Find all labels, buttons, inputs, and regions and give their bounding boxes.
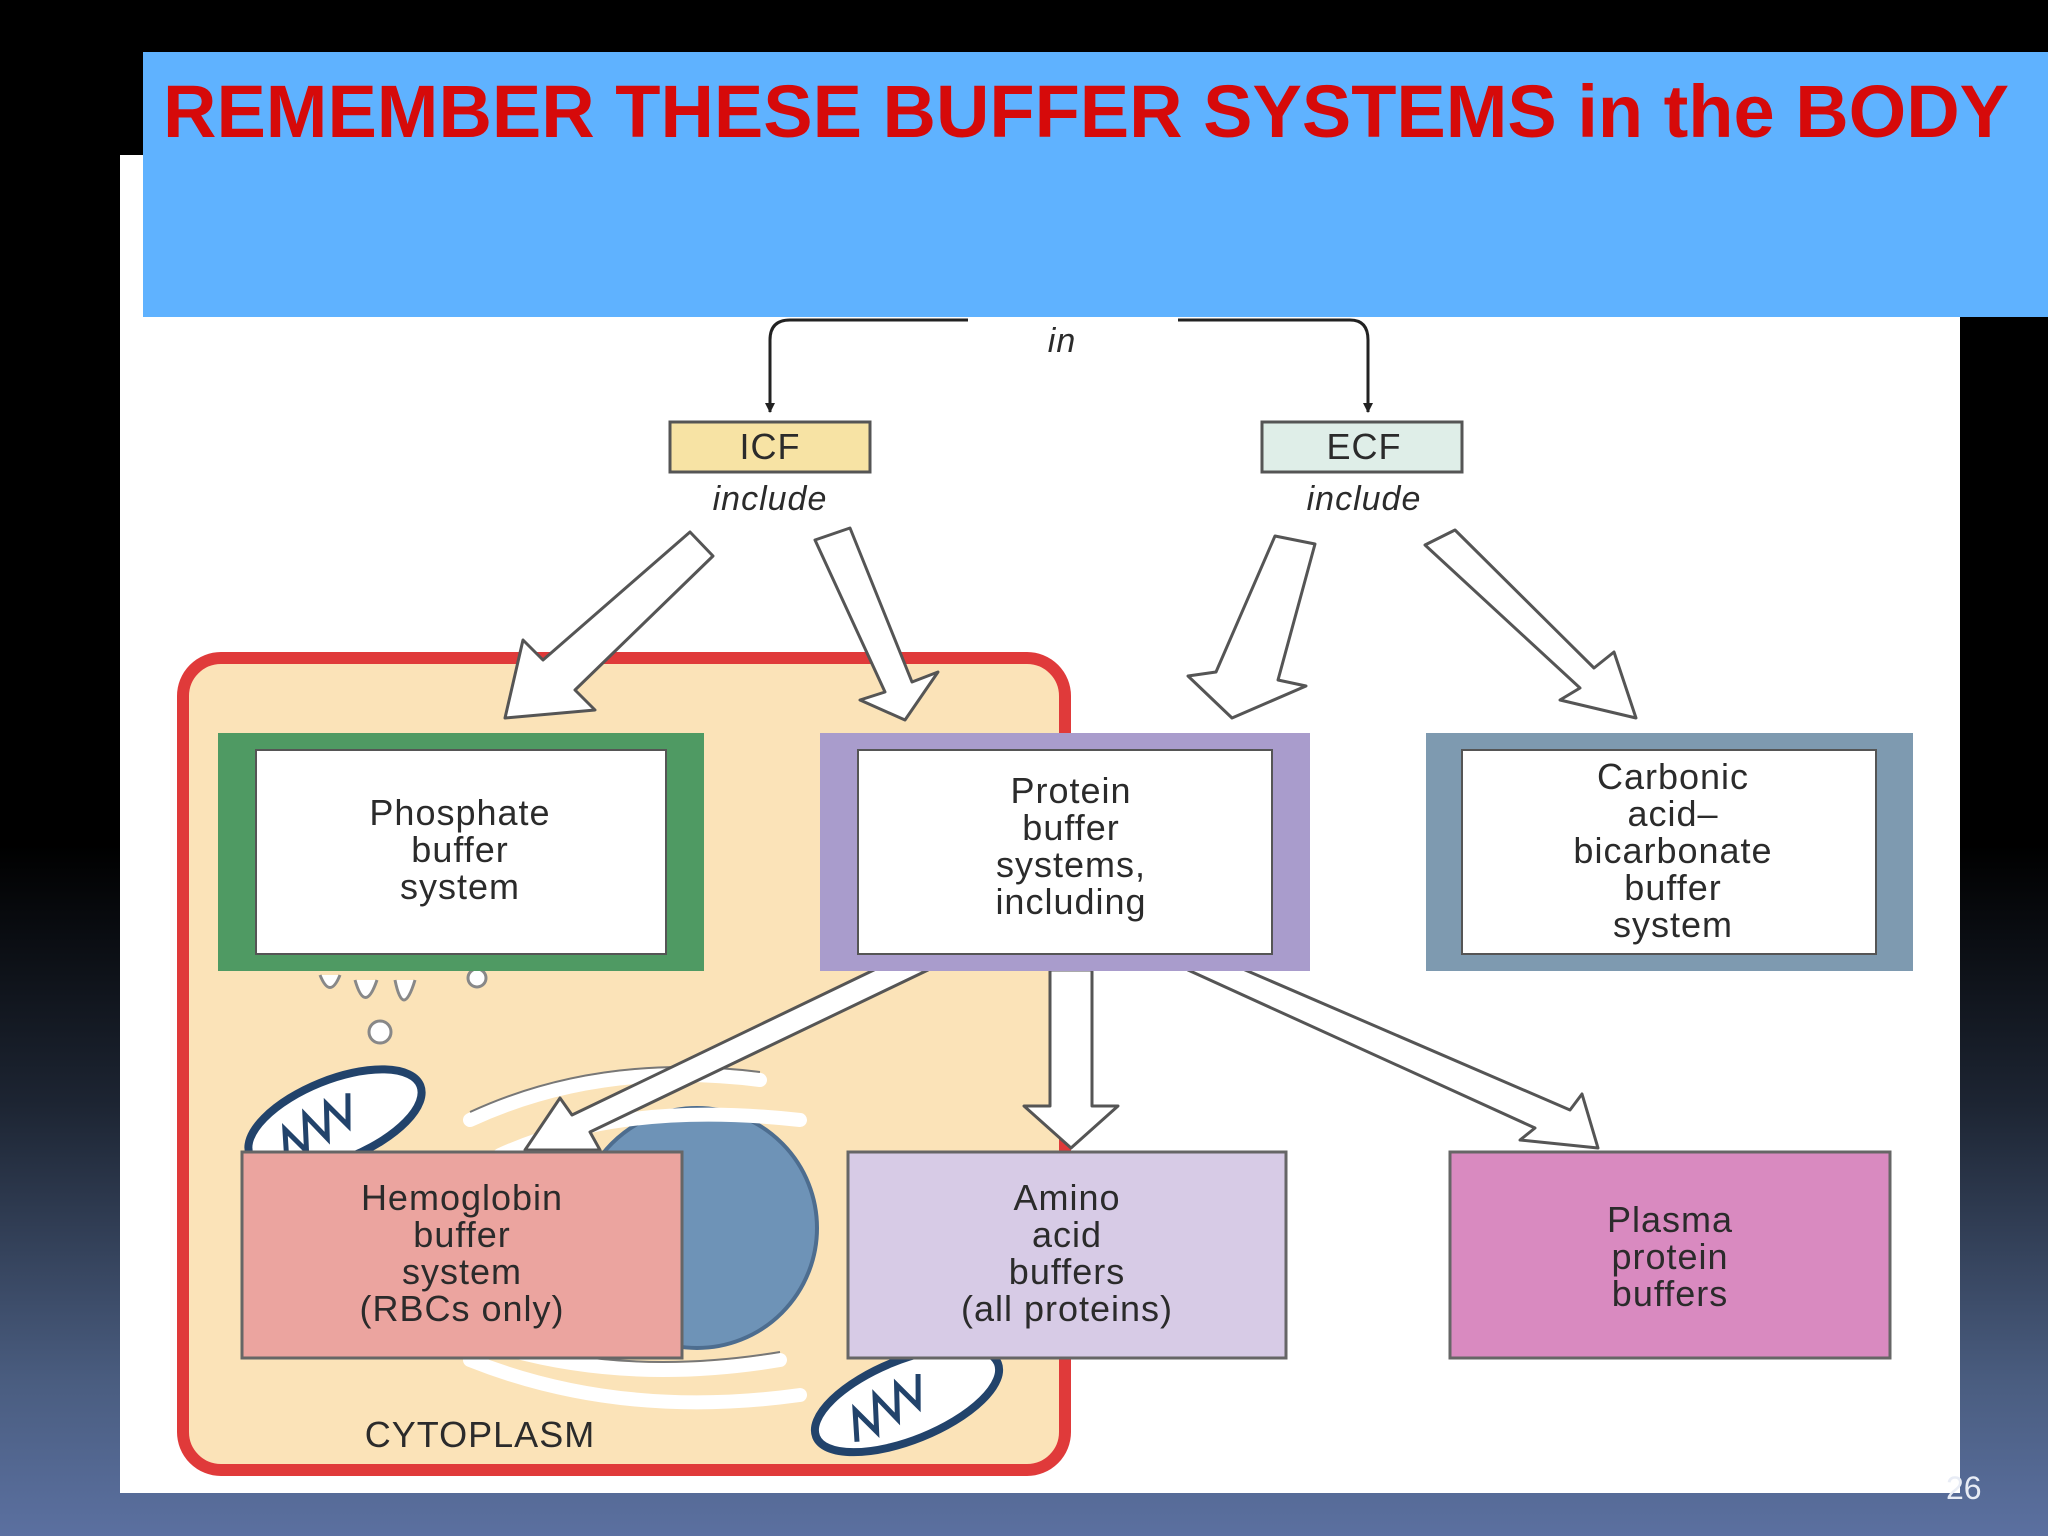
top-connector xyxy=(765,318,1373,413)
carbonic-acid-buffer-box: Carbonic acid– bicarbonate buffer system xyxy=(1426,733,1913,971)
svg-text:system: system xyxy=(402,1251,522,1292)
svg-text:buffer: buffer xyxy=(1624,867,1721,908)
svg-text:system: system xyxy=(1613,904,1733,945)
svg-text:Amino: Amino xyxy=(1013,1177,1120,1218)
hemoglobin-buffer-box: Hemoglobin buffer system (RBCs only) xyxy=(240,1150,684,1360)
amino-acid-buffer-box: Amino acid buffers (all proteins) xyxy=(846,1150,1288,1360)
svg-text:acid–: acid– xyxy=(1627,793,1718,834)
svg-text:buffer: buffer xyxy=(1022,807,1119,848)
svg-text:ICF: ICF xyxy=(740,426,801,467)
svg-text:Hemoglobin: Hemoglobin xyxy=(361,1177,563,1218)
svg-text:system: system xyxy=(400,866,520,907)
top-label: in xyxy=(1048,322,1076,360)
cytoplasm-label: CYTOPLASM xyxy=(365,1414,595,1455)
mitochondrion xyxy=(810,1343,1004,1457)
icf-include: include xyxy=(713,480,828,518)
vesicles xyxy=(318,967,488,1045)
page-number: 26 xyxy=(1946,1470,1982,1506)
svg-text:acid: acid xyxy=(1032,1214,1102,1255)
svg-text:buffer: buffer xyxy=(411,829,508,870)
svg-text:buffers: buffers xyxy=(1009,1251,1125,1292)
svg-text:bicarbonate: bicarbonate xyxy=(1573,830,1772,871)
svg-text:buffers: buffers xyxy=(1612,1273,1728,1314)
svg-text:(RBCs only): (RBCs only) xyxy=(359,1288,564,1329)
svg-text:including: including xyxy=(995,881,1146,922)
svg-text:Phosphate: Phosphate xyxy=(369,792,550,833)
plasma-protein-buffer-box: Plasma protein buffers xyxy=(1448,1150,1892,1360)
svg-text:buffer: buffer xyxy=(413,1214,510,1255)
slide-title: REMEMBER THESE BUFFER SYSTEMS in the BOD… xyxy=(163,70,2010,153)
protein-buffer-box: Protein buffer systems, including xyxy=(820,733,1310,971)
svg-text:systems,: systems, xyxy=(996,844,1146,885)
ecf-box: ECF xyxy=(1260,420,1464,474)
svg-text:ECF: ECF xyxy=(1327,426,1402,467)
svg-text:protein: protein xyxy=(1611,1236,1728,1277)
svg-text:(all proteins): (all proteins) xyxy=(961,1288,1173,1329)
hollow-arrows xyxy=(503,526,1638,1152)
svg-text:Plasma: Plasma xyxy=(1607,1199,1733,1240)
icf-box: ICF xyxy=(668,420,872,474)
ecf-include: include xyxy=(1307,480,1422,518)
title-banner: REMEMBER THESE BUFFER SYSTEMS in the BOD… xyxy=(143,52,2048,317)
svg-text:Carbonic: Carbonic xyxy=(1597,756,1749,797)
phosphate-buffer-box: Phosphate buffer system xyxy=(218,733,704,971)
svg-text:Protein: Protein xyxy=(1010,770,1131,811)
